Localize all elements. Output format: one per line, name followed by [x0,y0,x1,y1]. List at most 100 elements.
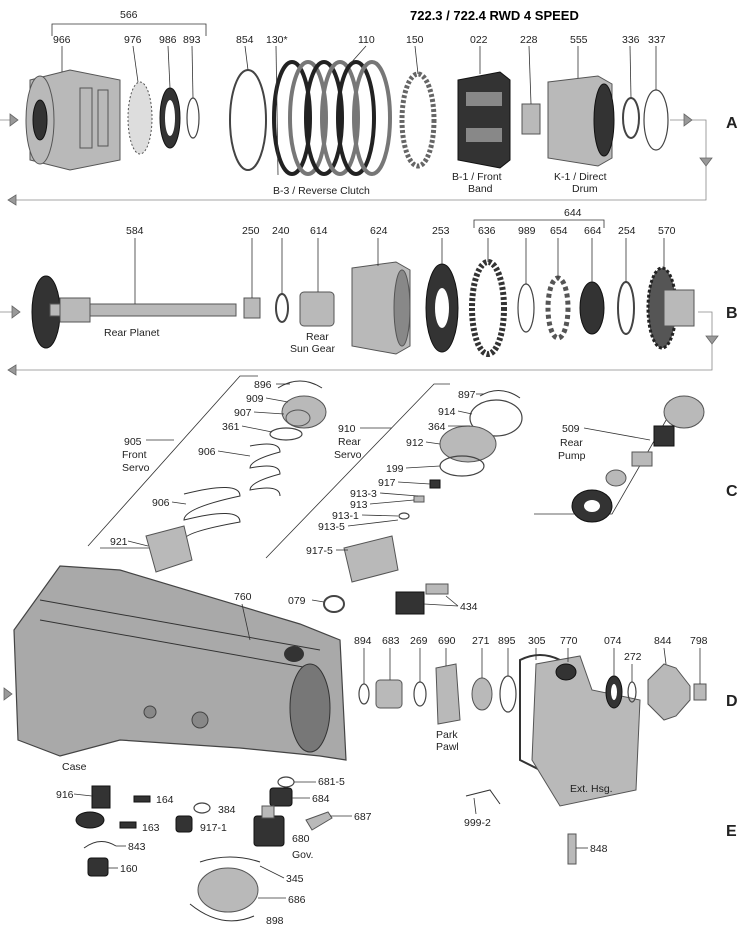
part-label-894: 894 [354,635,372,647]
part-label-130: 130* [266,34,288,46]
row-a-group: 566 966 976 986 893 854 [0,9,738,206]
part-654-sprag [545,275,571,341]
part-label-690: 690 [438,635,456,647]
row-label-e: E [726,823,737,840]
part-687-clip [305,811,333,831]
part-684-gear [269,787,293,807]
part-label-683: 683 [382,635,400,647]
ext-hsg-label: Ext. Hsg. [570,783,613,795]
part-898-clip [189,903,255,922]
part-label-566: 566 [120,9,138,21]
row-label-d: D [726,693,738,710]
row-label-c: C [726,483,738,500]
part-680-governor [253,805,285,847]
front-servo-label-1: Front [122,449,147,461]
part-label-022: 022 [470,34,488,46]
part-509-rear-pump [571,395,705,523]
part-label-913-3: 913-3 [350,488,377,500]
part-label-361: 361 [222,421,240,433]
part-label-687: 687 [354,811,372,823]
part-label-163: 163 [142,822,160,834]
diagram-title: 722.3 / 722.4 RWD 4 SPEED [410,8,579,23]
part-664-hub [579,281,605,335]
part-label-079: 079 [288,595,306,607]
part-label-848: 848 [590,843,608,855]
rear-sun-label-1: Rear [306,331,329,343]
row-c-group: 896 909 907 361 905 Front Servo 906 906 … [87,375,738,583]
part-label-916: 916 [56,789,74,801]
part-label-240: 240 [272,225,290,237]
reverse-clutch-label: B-3 / Reverse Clutch [273,185,370,197]
part-label-272: 272 [624,651,642,663]
part-label-644: 644 [564,207,582,219]
part-584-rear-planet [31,275,237,349]
part-686-cover [197,867,259,913]
part-label-681-5: 681-5 [318,776,345,788]
axis-arrow-b-left [11,305,21,319]
front-servo-label-2: Servo [122,462,150,474]
part-label-844: 844 [654,635,672,647]
part-681-5-ring [277,776,295,788]
part-label-912: 912 [406,437,424,449]
part-label-905: 905 [124,436,142,448]
row-e-group: 916 164 384 681-5 684 163 917-1 687 843 [56,776,737,927]
part-164-pin [133,795,151,803]
part-label-686: 686 [288,894,306,906]
part-label-898: 898 [266,915,284,927]
part-434-solenoid [395,583,449,615]
part-label-614: 614 [310,225,328,237]
part-848-sensor [567,833,577,865]
part-label-364: 364 [428,421,446,433]
part-label-917-5: 917-5 [306,545,333,557]
row-label-a: A [726,115,738,132]
rear-servo-label-2: Servo [334,449,362,461]
part-label-199: 199 [386,463,404,475]
axis-arrow-d-left [3,687,13,701]
row-label-b: B [726,305,738,322]
part-label-160: 160 [120,863,138,875]
part-label-893: 893 [183,34,201,46]
rear-sun-label-2: Sun Gear [290,343,335,355]
part-555-direct-drum [547,75,615,167]
part-160-valve [87,857,109,877]
rear-planet-label: Rear Planet [104,327,160,339]
part-770-ext-housing [519,654,641,807]
case-label: Case [62,761,87,773]
part-894-ring [358,683,370,705]
park-pawl-label-2: Pawl [436,741,459,753]
part-label-798: 798 [690,635,708,647]
part-893-ring [186,97,200,139]
part-label-917-1: 917-1 [200,822,227,834]
part-label-914: 914 [438,406,456,418]
part-079-seal [323,595,345,613]
part-label-555: 555 [570,34,588,46]
front-band-label-2: Band [468,183,493,195]
part-label-345: 345 [286,873,304,885]
part-label-434: 434 [460,601,478,613]
part-label-843: 843 [128,841,146,853]
part-022-front-band [457,71,511,169]
part-624-drum [351,261,411,355]
part-label-907: 907 [234,407,252,419]
part-228-bearing [521,103,541,135]
part-label-253: 253 [432,225,450,237]
part-636-gear [469,259,507,357]
rear-pump-label-1: Rear [560,437,583,449]
part-label-110: 110 [358,34,375,46]
part-844-flange [647,663,691,721]
gov-label: Gov. [292,849,313,861]
part-label-250: 250 [242,225,260,237]
part-label-664: 664 [584,225,602,237]
bracket-644 [473,219,605,228]
part-label-895: 895 [498,635,516,647]
part-label-760: 760 [234,591,252,603]
part-label-921: 921 [110,536,128,548]
part-label-150: 150 [406,34,424,46]
park-pawl-label-1: Park [436,729,458,741]
part-label-976: 976 [124,34,142,46]
part-337-ring [643,89,669,151]
part-966-drum [25,69,121,171]
part-label-917: 917 [378,477,396,489]
part-110-clutch-pack [272,60,392,176]
